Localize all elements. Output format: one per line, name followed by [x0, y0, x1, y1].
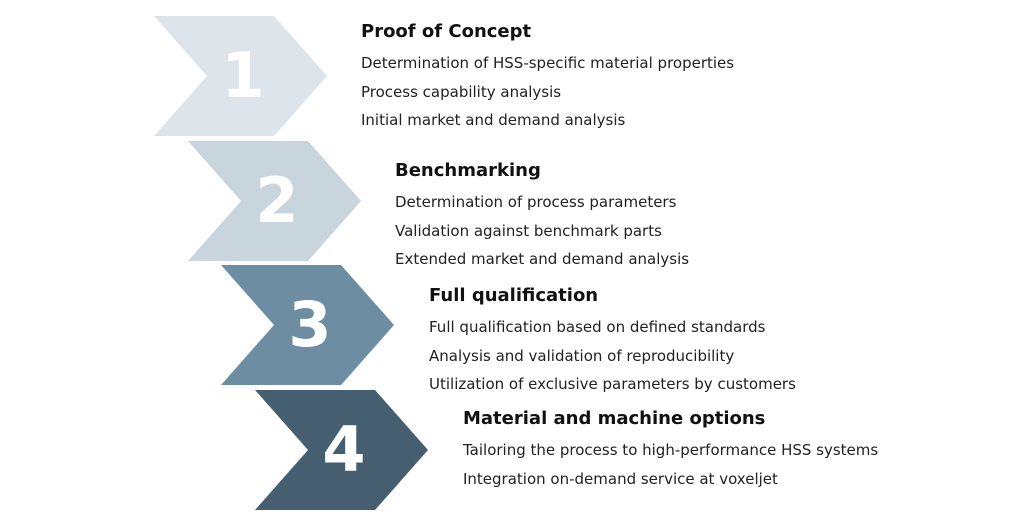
- chevron-shape-3: [221, 265, 394, 385]
- step-items-3: Full qualification based on defined stan…: [429, 313, 796, 399]
- step-number-3: 3: [288, 288, 332, 361]
- chevron-4: 4: [255, 390, 431, 510]
- step-number-2: 2: [255, 164, 299, 237]
- chevron-shape-1: [154, 16, 327, 136]
- step-title-3: Full qualification: [429, 285, 599, 306]
- chevron-shape-4: [255, 390, 428, 510]
- chevron-3: 3: [221, 265, 397, 385]
- step-1: 1 Proof of Concept Determination of HSS-…: [0, 16, 1027, 136]
- step-2: 2 Benchmarking Determination of process …: [0, 141, 1027, 268]
- step-items-1: Determination of HSS-specific material p…: [361, 49, 734, 135]
- step-item: Determination of process parameters: [395, 193, 677, 211]
- step-item: Process capability analysis: [361, 82, 562, 101]
- step-items-4: Tailoring the process to high-performanc…: [463, 436, 878, 493]
- step-4: 4 Material and machine options Tailoring…: [0, 390, 1027, 510]
- step-item: Utilization of exclusive parameters by c…: [429, 375, 796, 393]
- step-title-1: Proof of Concept: [361, 21, 532, 42]
- step-item: Integration on-demand service at voxelje…: [463, 469, 778, 488]
- step-number-4: 4: [322, 413, 366, 486]
- step-item: Tailoring the process to high-performanc…: [463, 441, 879, 459]
- step-item: Initial market and demand analysis: [361, 111, 626, 129]
- step-item: Extended market and demand analysis: [395, 250, 690, 268]
- step-item: Determination of HSS-specific material p…: [361, 54, 735, 72]
- chevron-2: 2: [188, 141, 364, 261]
- chevron-1: 1: [154, 16, 330, 136]
- step-item: Analysis and validation of reproducibili…: [429, 346, 735, 365]
- step-number-1: 1: [221, 39, 265, 112]
- step-title-4: Material and machine options: [463, 408, 766, 429]
- step-items-2: Determination of process parameters Vali…: [395, 188, 689, 274]
- step-3: 3 Full qualification Full qualification …: [0, 265, 1027, 393]
- step-item: Validation against benchmark parts: [395, 221, 662, 240]
- step-title-2: Benchmarking: [395, 160, 541, 181]
- chevron-shape-2: [188, 141, 361, 261]
- step-item: Full qualification based on defined stan…: [429, 318, 766, 336]
